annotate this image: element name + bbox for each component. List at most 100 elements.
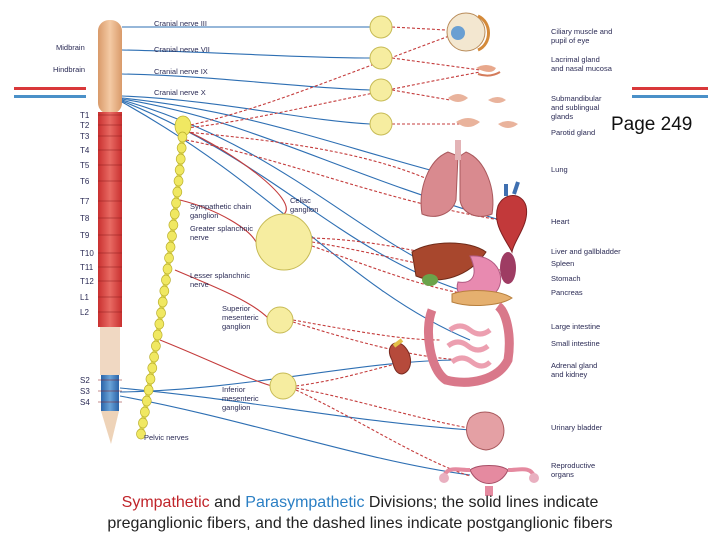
organ-label-6: Liver and gallbladder	[551, 247, 621, 256]
cauda-equina	[101, 411, 119, 444]
level-label-t9: T9	[80, 231, 90, 240]
organ-label-9: Pancreas	[551, 288, 583, 297]
kidney-illustration	[388, 338, 411, 375]
preganglionic-fiber-16	[184, 129, 287, 215]
caption-parasympathetic: Parasympathetic	[245, 494, 365, 511]
postganglionic-fiber-9	[391, 26, 447, 31]
label-superior-mesenteric-l3: ganglion	[222, 322, 250, 331]
label-greater-splanchnic-nerve: Greater splanchnic nerve	[190, 224, 255, 242]
label-sympathetic-chain-ganglion-l1: Sympathetic chain	[190, 202, 251, 211]
inferior-mesenteric-ganglion	[269, 372, 297, 400]
chain-ganglion-node	[136, 428, 146, 440]
parotid-gland-illustration	[456, 118, 480, 127]
spleen-illustration	[500, 252, 516, 284]
level-label-t2: T2	[80, 121, 90, 130]
organ-label-11: Small intestine	[551, 339, 600, 348]
organ-label-line: Submandibular	[551, 94, 602, 103]
label-celiac-l2: ganglion	[290, 205, 318, 214]
postganglionic-fiber-21	[185, 71, 481, 129]
organ-label-line: Lung	[551, 165, 568, 174]
chain-ganglion-node	[151, 340, 161, 352]
preganglionic-fiber-18	[174, 269, 269, 319]
page-number: Page 249	[609, 114, 695, 136]
urinary-bladder-illustration	[466, 411, 505, 451]
organ-label-line: and sublingual	[551, 103, 600, 112]
preganglionic-fiber-14	[119, 395, 471, 476]
label-inferior-mesenteric-l2: mesenteric	[222, 394, 259, 403]
organ-label-line: Spleen	[551, 259, 574, 268]
pterygopalatine-ganglion	[369, 46, 393, 70]
organ-label-8: Stomach	[551, 274, 581, 283]
level-label-t4: T4	[80, 146, 90, 155]
postganglionic-fiber-31	[295, 389, 471, 477]
level-label-t6: T6	[80, 177, 90, 186]
caption-and: and	[209, 494, 246, 511]
label-hindbrain: Hindbrain	[53, 65, 85, 74]
liver-illustration	[411, 242, 487, 286]
pancreas-illustration	[451, 290, 513, 306]
organ-label-3: Parotid gland	[551, 128, 595, 137]
ganglia	[255, 15, 393, 400]
chain-ganglion-node	[145, 373, 156, 385]
label-sympathetic-chain-ganglion: Sympathetic chain ganglion	[190, 202, 253, 220]
label-cranial-nerve-x: Cranial nerve X	[154, 88, 206, 97]
parotid-gland-illustration-2	[498, 121, 518, 128]
figure-caption: Sympathetic and Parasympathetic Division…	[0, 492, 720, 534]
level-label-t12: T12	[80, 277, 94, 286]
sympathetic-chain	[136, 115, 192, 440]
submandibular-ganglion	[369, 78, 393, 102]
chain-ganglion-node	[141, 395, 152, 407]
chain-ganglion-node	[174, 164, 185, 176]
otic-ganglion	[369, 112, 393, 136]
chain-ganglion-node	[152, 329, 163, 341]
organ-label-line: Large intestine	[551, 322, 600, 331]
level-label-s2: S2	[80, 376, 90, 385]
level-label-t7: T7	[80, 197, 90, 206]
organ-label-4: Lung	[551, 165, 568, 174]
label-greater-splanchnic-l1: Greater splanchnic	[190, 224, 253, 233]
label-celiac-ganglion: Celiac ganglion	[290, 196, 318, 214]
intestines-illustration	[424, 302, 514, 387]
eye-illustration	[446, 12, 490, 52]
level-label-t11: T11	[80, 263, 94, 272]
level-label-t5: T5	[80, 161, 90, 170]
postganglionic-fiber-20	[185, 31, 461, 127]
celiac-ganglion	[255, 213, 313, 271]
accent-bar-red-right	[632, 87, 708, 90]
chain-ganglion-node	[156, 307, 166, 319]
chain-ganglion-node	[164, 252, 174, 264]
chain-ganglion-node	[171, 197, 181, 209]
reproductive-organs-illustration	[439, 465, 539, 496]
organ-label-line: Ciliary muscle and	[551, 27, 612, 36]
label-pelvic-nerves: Pelvic nerves	[144, 433, 189, 442]
level-label-t8: T8	[80, 214, 90, 223]
caption-rest-line1: Divisions; the solid lines indicate	[364, 494, 599, 511]
sacral-segment	[101, 375, 119, 411]
chain-ganglion-node	[173, 175, 184, 187]
chain-ganglion-node	[177, 131, 188, 143]
organ-label-line: Pancreas	[551, 288, 583, 297]
chain-ganglion-node	[165, 241, 176, 253]
chain-ganglion-node	[147, 362, 158, 374]
accent-bar-blue-left	[14, 95, 86, 98]
postganglionic-fiber-28	[292, 321, 471, 361]
nasal-mucosa-illustration	[477, 71, 501, 77]
chain-ganglion-node	[149, 351, 159, 363]
accent-bar-red-left	[14, 87, 86, 90]
label-greater-splanchnic-l2: nerve	[190, 233, 209, 242]
organ-label-line: and kidney	[551, 370, 588, 379]
spinal-cord	[98, 20, 122, 444]
organ-label-line: Liver and gallbladder	[551, 247, 621, 256]
chain-ganglion-node	[143, 384, 154, 396]
chain-ganglion-node	[161, 274, 171, 286]
accent-bar-blue-right	[632, 95, 708, 98]
organ-label-line: glands	[551, 112, 573, 121]
organ-label-line: and nasal mucosa	[551, 64, 613, 73]
label-superior-mesenteric-l2: mesenteric	[222, 313, 259, 322]
label-cranial-nerve-vii: Cranial nerve VII	[154, 45, 210, 54]
